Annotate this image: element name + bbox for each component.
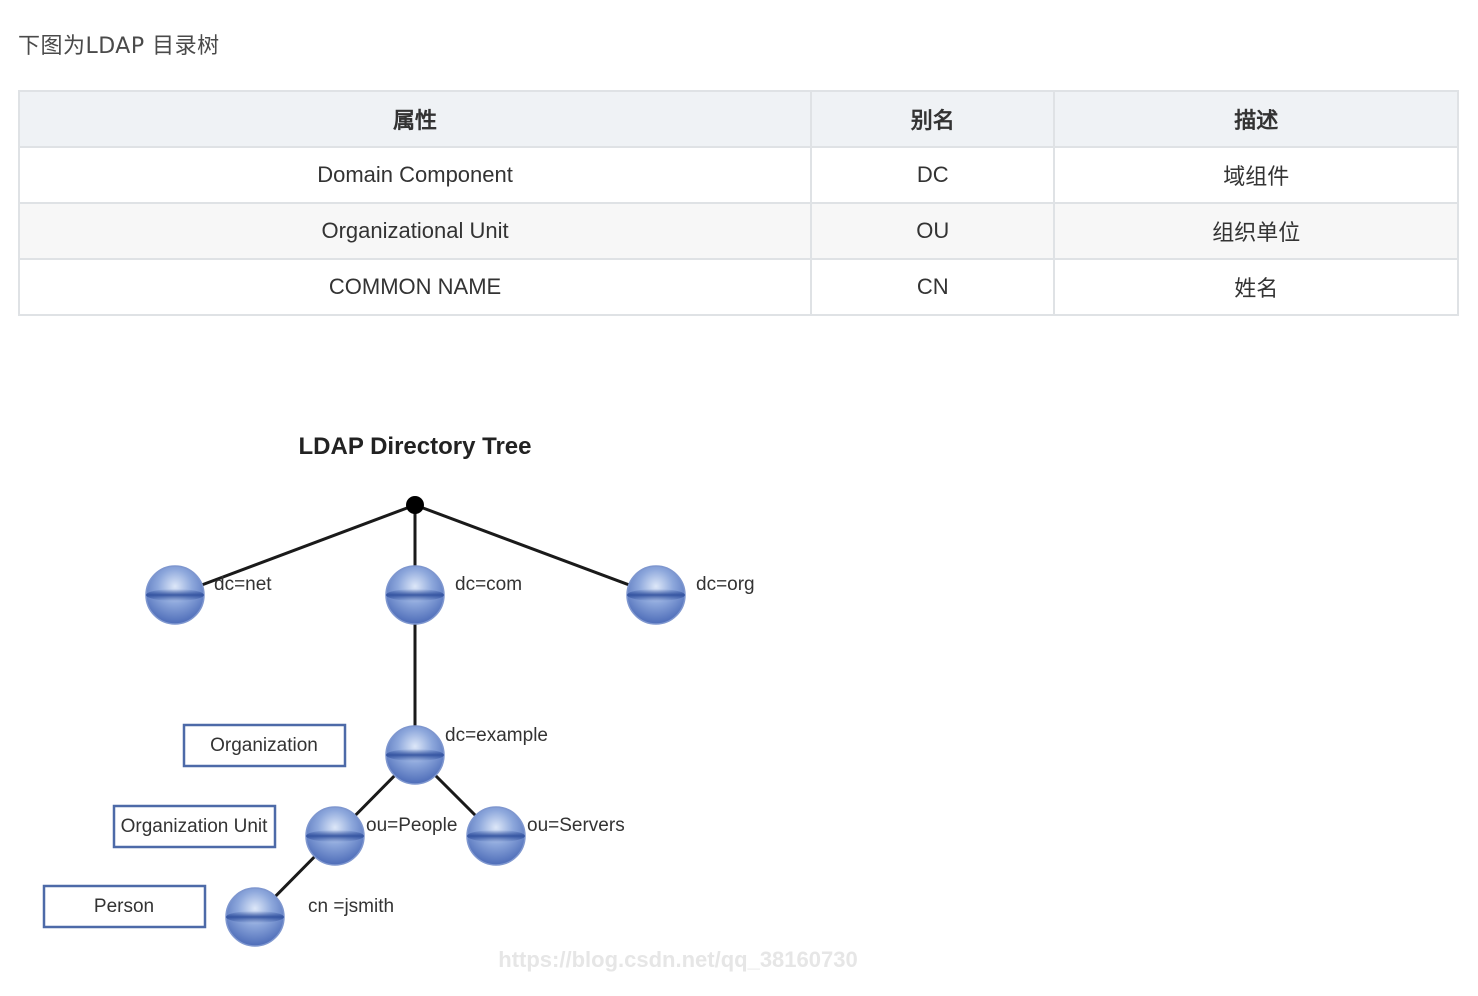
table-row: COMMON NAME CN 姓名 xyxy=(17,258,1459,316)
header-attribute: 属性 xyxy=(17,90,813,148)
node-dc-net xyxy=(145,565,205,625)
label-ou-servers: ou=Servers xyxy=(527,815,625,836)
table-row: Organizational Unit OU 组织单位 xyxy=(17,202,1459,260)
legend-person-label: Person xyxy=(94,896,154,917)
cell-attribute: Organizational Unit xyxy=(17,202,813,260)
node-cn-jsmith xyxy=(225,887,285,947)
node-dc-com xyxy=(385,565,445,625)
diagram-title: LDAP Directory Tree xyxy=(299,433,532,460)
node-dc-example xyxy=(385,725,445,785)
node-ou-servers xyxy=(466,806,526,866)
cell-attribute: COMMON NAME xyxy=(17,258,813,316)
cell-attribute: Domain Component xyxy=(17,146,813,204)
node-ou-people xyxy=(305,806,365,866)
label-ou-people: ou=People xyxy=(366,815,457,836)
label-dc-org: dc=org xyxy=(696,574,755,595)
table-row: Domain Component DC 域组件 xyxy=(17,146,1459,204)
legend-organization-label: Organization xyxy=(210,735,318,756)
label-dc-com: dc=com xyxy=(455,574,522,595)
ldap-directory-tree-diagram: LDAP Directory Tree dc=net dc=com dc=org… xyxy=(42,433,858,972)
label-dc-example: dc=example xyxy=(445,725,548,746)
legend-organization-unit-label: Organization Unit xyxy=(121,816,269,837)
node-dc-org xyxy=(626,565,686,625)
legend-person: Person xyxy=(42,884,207,929)
attribute-table: 属性 别名 描述 Domain Component DC 域组件 Organiz… xyxy=(17,90,1459,316)
watermark-text: https://blog.csdn.net/qq_38160730 xyxy=(498,947,857,972)
label-cn-jsmith: cn =jsmith xyxy=(308,896,394,917)
edge-root-net xyxy=(174,503,416,597)
cell-description: 域组件 xyxy=(1053,146,1459,204)
cell-description: 组织单位 xyxy=(1053,202,1459,260)
header-alias: 别名 xyxy=(810,90,1056,148)
label-dc-net: dc=net xyxy=(214,574,272,595)
edge-root-org xyxy=(414,503,657,597)
table-header-row: 属性 别名 描述 xyxy=(17,90,1459,148)
cell-alias: CN xyxy=(810,258,1056,316)
legend-organization-unit: Organization Unit xyxy=(112,804,277,849)
intro-text: 下图为LDAP 目录树 xyxy=(18,34,220,59)
root-node xyxy=(406,496,424,514)
header-description: 描述 xyxy=(1053,90,1459,148)
cell-description: 姓名 xyxy=(1053,258,1459,316)
cell-alias: OU xyxy=(810,202,1056,260)
legend-organization: Organization xyxy=(182,723,347,768)
cell-alias: DC xyxy=(810,146,1056,204)
